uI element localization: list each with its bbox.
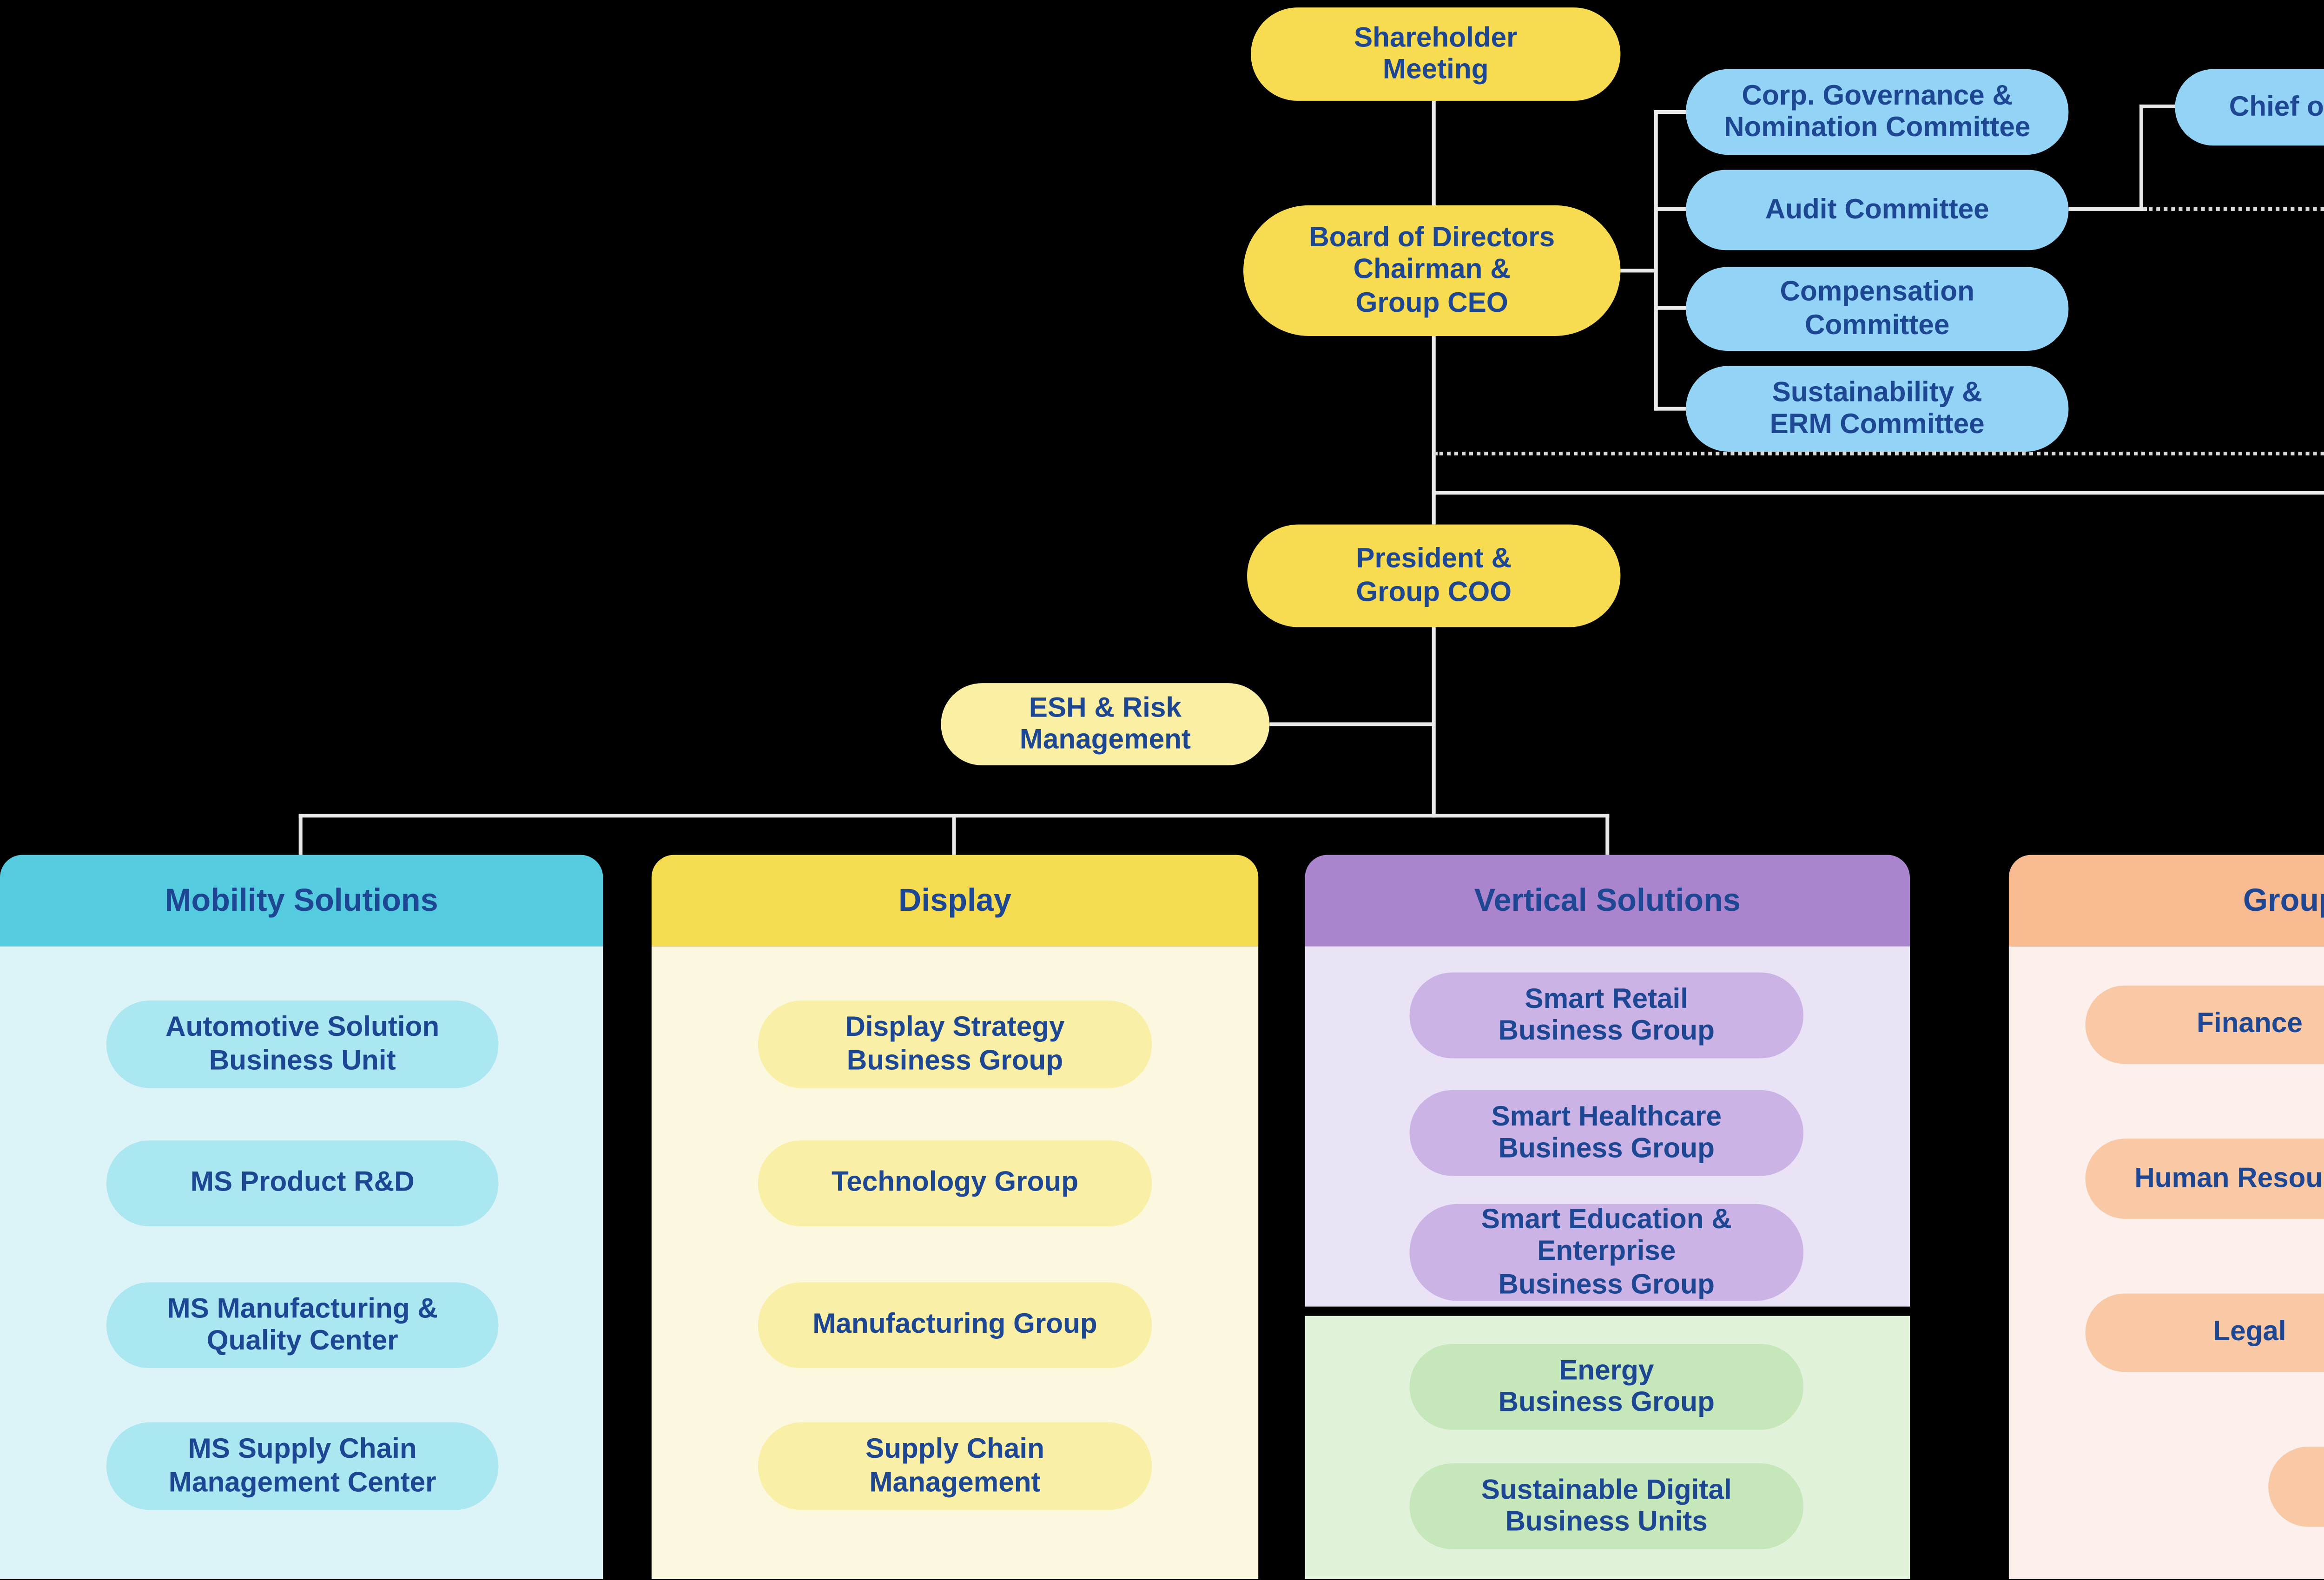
section-vertical-solutions: Vertical Solutions Smart Retail Business… — [1305, 855, 1910, 1580]
connector-committees-spine — [1654, 110, 1658, 411]
node-ms-supply-chain-management-center: MS Supply Chain Management Center — [106, 1422, 499, 1510]
connector-branch-display — [952, 814, 956, 855]
node-compensation-committee: Compensation Committee — [1685, 267, 2069, 351]
node-esh-risk-management: ESH & Risk Management — [941, 683, 1270, 765]
dotted-audit-external — [2143, 207, 2324, 211]
connector-committee-stub-1 — [1654, 110, 1686, 114]
connector-esh-stub — [1269, 722, 1434, 726]
connector-committee-stub-4 — [1654, 407, 1686, 411]
connector-chief-stub — [2139, 104, 2175, 108]
section-title-vertical-solutions: Vertical Solutions — [1305, 855, 1910, 947]
node-automotive-solution-business-unit: Automotive Solution Business Unit — [106, 1000, 499, 1088]
node-technology-group: Technology Group — [758, 1140, 1152, 1226]
connector-board-president — [1432, 336, 1436, 525]
node-sustainable-digital-business-units: Sustainable Digital Business Units — [1409, 1463, 1804, 1549]
connector-audit-chief-vertical — [2139, 104, 2144, 211]
section-mobility-solutions: Mobility Solutions Automotive Solution B… — [0, 855, 603, 1580]
node-chief-of-compliance: Chief of Compliance — [2175, 69, 2324, 146]
node-manufacturing-group: Manufacturing Group — [758, 1282, 1152, 1369]
dotted-compliance-return — [1433, 452, 2324, 456]
node-ms-manufacturing-quality-center: MS Manufacturing & Quality Center — [106, 1282, 499, 1369]
node-smart-education-enterprise-business-group: Smart Education & Enterprise Business Gr… — [1409, 1204, 1804, 1301]
node-shareholder-meeting: Shareholder Meeting — [1251, 7, 1621, 101]
connector-branch-vertical — [1605, 814, 1610, 855]
node-audit-committee: Audit Committee — [1685, 170, 2069, 250]
section-title-mobility-solutions: Mobility Solutions — [0, 855, 603, 947]
connector-infrastructure-horizontal — [1432, 491, 2324, 495]
node-human-resource: Human Resource — [2085, 1139, 2324, 1219]
section-display: Display Display Strategy Business Group … — [651, 855, 1259, 1580]
connector-branch-mobility — [298, 814, 303, 855]
node-display-strategy-business-group: Display Strategy Business Group — [758, 1000, 1152, 1088]
connector-board-committees-stub — [1620, 269, 1654, 273]
connector-shareholder-board — [1432, 100, 1436, 209]
node-smart-healthcare-business-group: Smart Healthcare Business Group — [1409, 1090, 1804, 1176]
connector-committee-stub-2 — [1654, 207, 1686, 211]
node-finance: Finance — [2085, 985, 2324, 1064]
connector-audit-chief-horizontal — [2068, 207, 2144, 211]
node-energy-business-group: Energy Business Group — [1409, 1343, 1804, 1430]
section-group-infrastructure-unit: Group Infrastructure Unit Finance Digita… — [2008, 855, 2324, 1580]
node-smart-retail-business-group: Smart Retail Business Group — [1409, 972, 1804, 1059]
node-ms-product-rd: MS Product R&D — [106, 1140, 499, 1226]
node-board-of-directors: Board of Directors Chairman & Group CEO — [1243, 205, 1621, 336]
node-corp-governance-nomination-committee: Corp. Governance & Nomination Committee — [1685, 69, 2069, 155]
node-sustainability-erm-committee: Sustainability & ERM Committee — [1685, 366, 2069, 452]
node-legal: Legal — [2085, 1293, 2324, 1372]
section-title-display: Display — [651, 855, 1259, 947]
connector-committee-stub-3 — [1654, 306, 1686, 310]
node-supply-chain-management: Supply Chain Management — [758, 1422, 1152, 1510]
section-title-group-infrastructure-unit: Group Infrastructure Unit — [2008, 855, 2324, 947]
node-president-group-coo: President & Group COO — [1247, 524, 1621, 627]
